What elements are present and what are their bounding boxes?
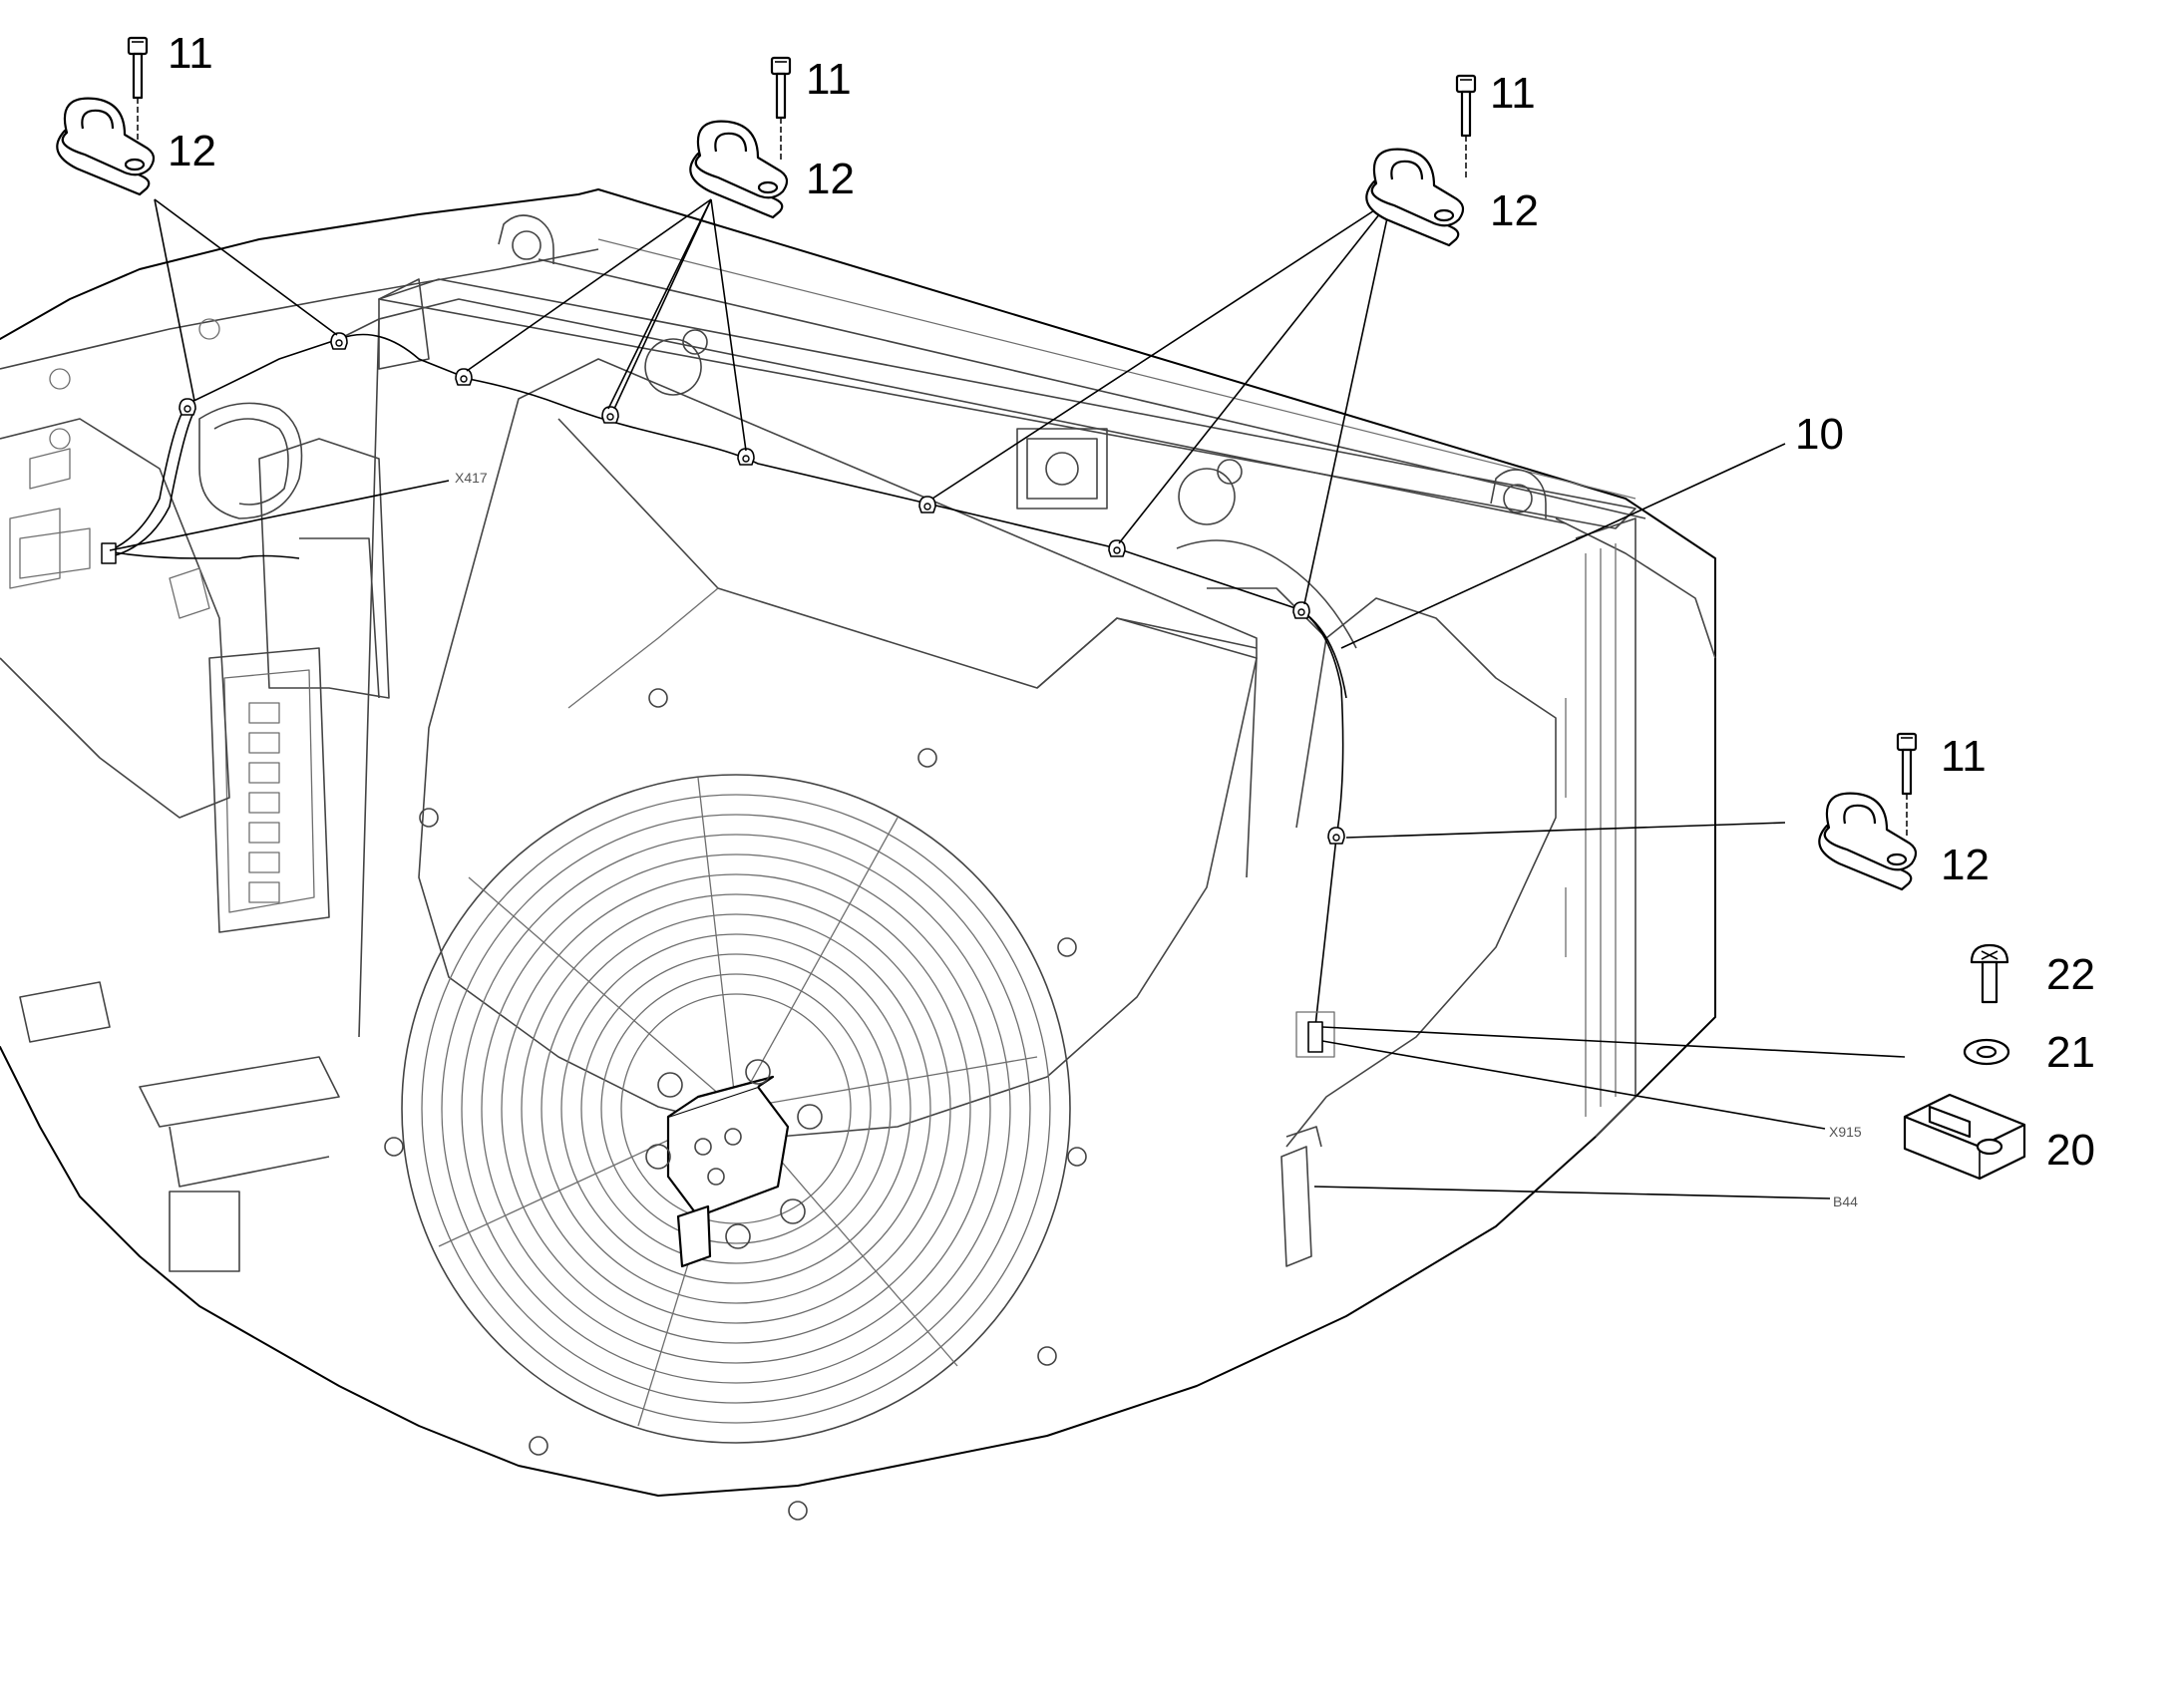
leader-lines	[109, 198, 1906, 1199]
wiring-harness	[107, 333, 1344, 1038]
label-x417: X417	[455, 470, 488, 486]
fan-shroud-box	[418, 358, 1258, 1138]
label-b44: B44	[1833, 1194, 1858, 1209]
screw-22	[1970, 943, 2009, 1004]
left-frame-post	[378, 278, 430, 370]
machine-outline	[0, 188, 1716, 1497]
lifting-eye-left	[498, 214, 554, 264]
fan-motor	[645, 1059, 823, 1268]
terminal-strip	[248, 702, 280, 903]
clamp-group-3	[1365, 74, 1477, 247]
clamp-group-1	[56, 36, 156, 196]
callout-11-c: 11	[1490, 69, 1536, 118]
clamp-group-4	[1818, 732, 1918, 891]
grommet-1	[644, 338, 702, 396]
washer-21	[1963, 1038, 2010, 1066]
callout-22: 22	[2046, 950, 2095, 999]
junction-box	[169, 1191, 240, 1272]
callout-12-b: 12	[806, 155, 855, 203]
lifting-eye-right	[1490, 469, 1547, 518]
callout-10: 10	[1795, 410, 1844, 459]
callout-11-a: 11	[168, 29, 213, 78]
callout-21: 21	[2046, 1028, 2095, 1077]
callout-20: 20	[2046, 1126, 2095, 1175]
right-frame-wall	[1575, 517, 1636, 1138]
left-component-panel	[208, 647, 330, 933]
callout-12-c: 12	[1490, 186, 1539, 235]
x417-connector	[101, 542, 117, 564]
fan-guard	[384, 688, 1087, 1521]
label-x915: X915	[1829, 1124, 1862, 1140]
top-frame-beam	[378, 278, 1636, 529]
clamp-group-2	[689, 56, 792, 219]
callout-11-d: 11	[1941, 732, 1987, 781]
callout-11-b: 11	[806, 55, 852, 104]
b44-sensor	[1280, 1146, 1312, 1267]
cable-tie-base-20	[1903, 1093, 2026, 1181]
callout-12-a: 12	[168, 127, 216, 175]
callout-12-d: 12	[1941, 841, 1990, 889]
x915-connector	[1307, 1021, 1323, 1053]
